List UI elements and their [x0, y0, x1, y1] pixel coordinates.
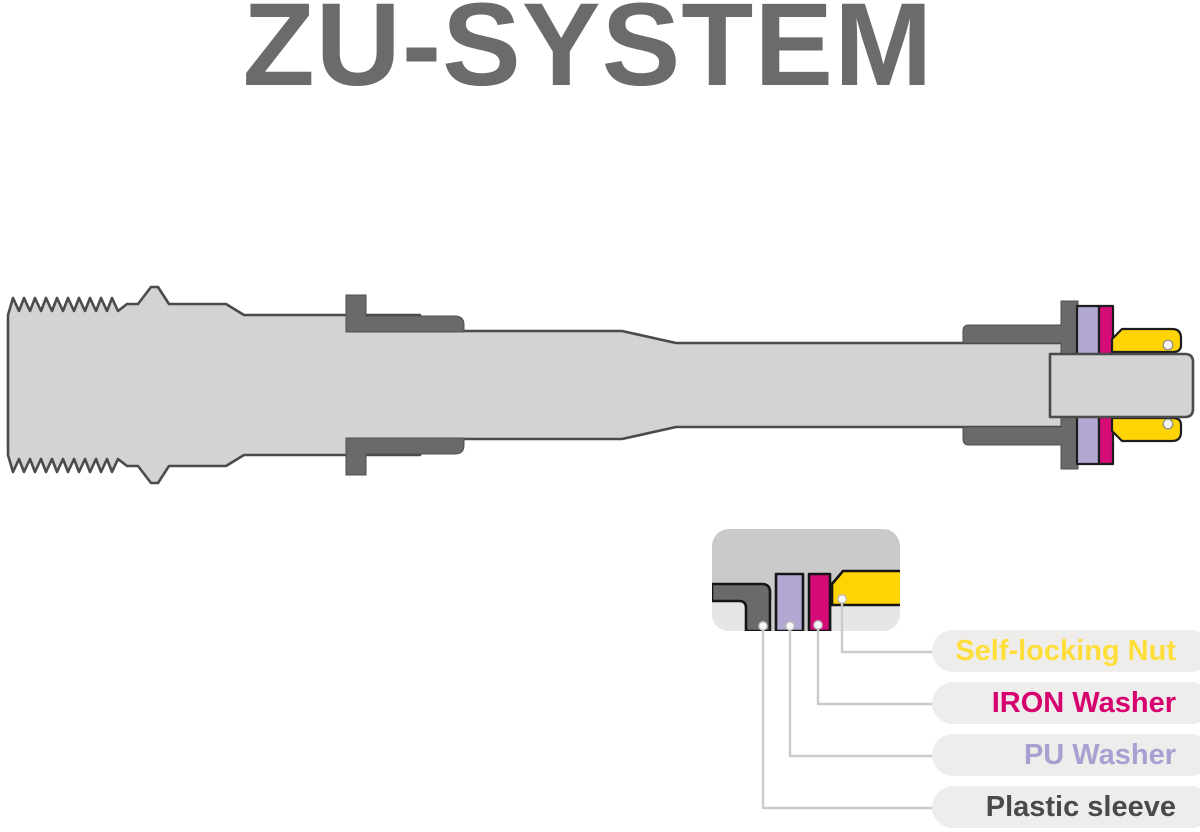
- detail-inset: [712, 529, 900, 631]
- diagram-title: ZU-SYSTEM: [242, 0, 934, 111]
- callout-line-iron-washer: [816, 625, 940, 706]
- callout-line-self-locking-nut: [840, 599, 940, 654]
- callout-dot-pu-washer: [785, 621, 795, 631]
- label-pill-iron-washer: IRON Washer: [932, 682, 1200, 724]
- label-pill-self-locking-nut: Self-locking Nut: [932, 630, 1200, 672]
- nut-chamfer-ring-top: [1162, 339, 1174, 351]
- fitting-body: [6, 285, 1092, 485]
- nut-chamfer-ring-bottom: [1162, 418, 1174, 430]
- retaining-clip-top: [345, 294, 465, 333]
- iron-washer-detail: [807, 572, 832, 631]
- callout-line-plastic-sleeve: [761, 626, 940, 810]
- callout-dot-iron-washer: [813, 620, 823, 630]
- inset-background-light-right: [832, 604, 900, 631]
- self-locking-nut-detail: [830, 569, 900, 607]
- shaft-end: [1048, 352, 1195, 419]
- plastic-sleeve-detail: [712, 582, 772, 631]
- label-pill-pu-washer: PU Washer: [932, 734, 1200, 776]
- callout-dot-plastic-sleeve: [758, 621, 768, 631]
- callout-line-pu-washer: [788, 626, 940, 758]
- label-pill-plastic-sleeve: Plastic sleeve: [932, 786, 1200, 828]
- callout-dot-self-locking-nut: [837, 594, 847, 604]
- retaining-clip-bottom: [345, 437, 465, 476]
